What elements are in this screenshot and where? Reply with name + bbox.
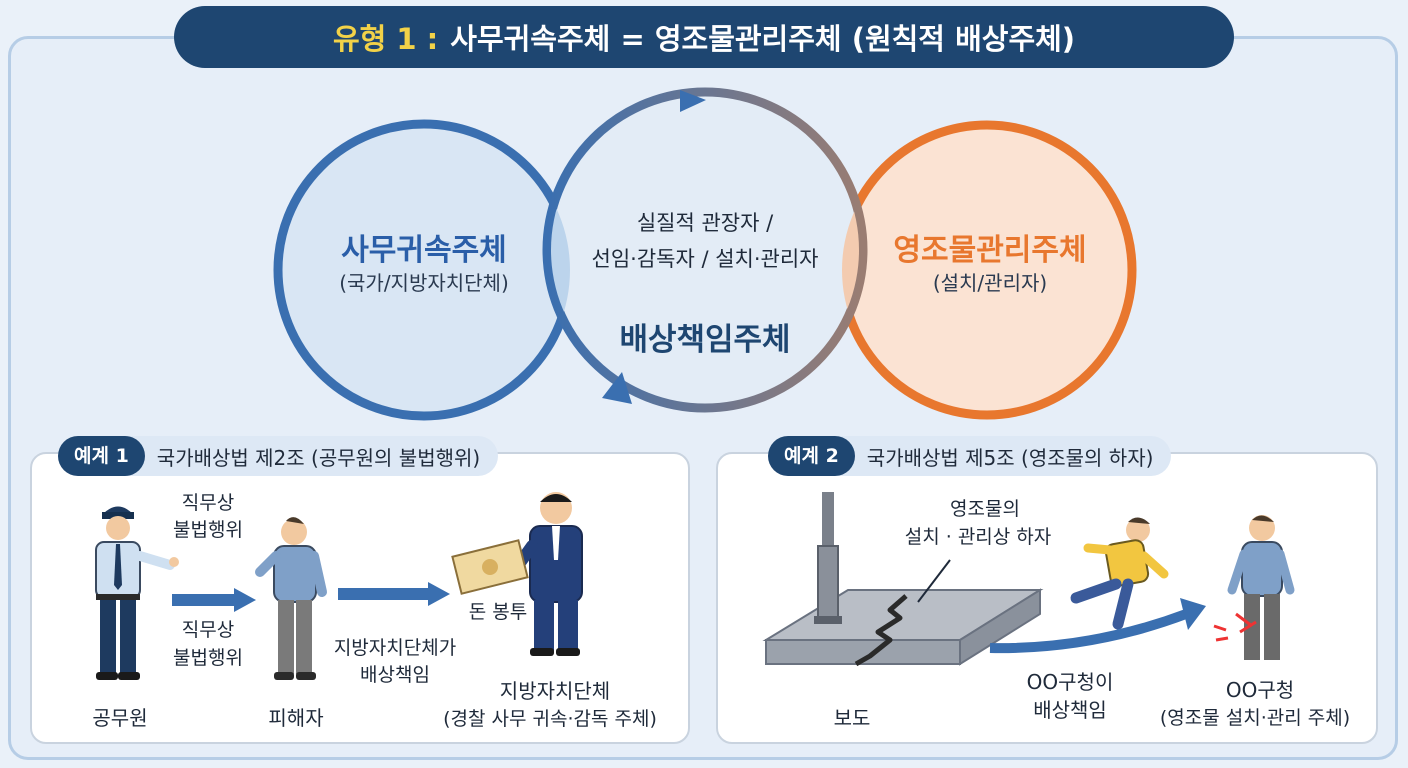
- example2-pill: 예계 2: [768, 436, 855, 476]
- defect-line1: 영조물의: [950, 498, 1020, 520]
- right-circle-subtitle: (설치/관리자): [932, 271, 1048, 295]
- example2-law: 국가배상법 제5조 (영조물의 하자): [866, 445, 1154, 470]
- money-envelope-icon: [451, 539, 529, 595]
- office-resp-line1: OO구청이: [1026, 670, 1114, 694]
- arrow-head-bottom-icon: [602, 372, 632, 404]
- left-circle-title: 사무귀속주체: [341, 233, 507, 268]
- injured-person-figure: [1213, 515, 1295, 660]
- center-line-2: 선임·감독자 / 설치·관리자: [591, 247, 819, 271]
- victim-label: 피해자: [268, 706, 324, 730]
- local-resp-line2: 배상책임: [360, 664, 430, 686]
- example1-tag: 예계 1 국가배상법 제2조 (공무원의 불법행위): [58, 436, 499, 476]
- local-government-figure: [506, 492, 583, 656]
- venn-diagram: [273, 87, 1137, 421]
- running-person-figure: [1070, 517, 1169, 630]
- center-line-1: 실질적 관장자 /: [636, 211, 774, 235]
- sidewalk-label: 보도: [833, 706, 871, 730]
- act-mid-line1: 직무상: [181, 619, 235, 641]
- office-line2: (영조물 설치·관리 주체): [1159, 707, 1351, 729]
- left-circle-subtitle: (국가/지방자치단체): [339, 271, 509, 295]
- center-circle: [542, 87, 868, 413]
- street-pole: [814, 492, 842, 624]
- example1-pill: 예계 1: [58, 436, 145, 476]
- arrow-head-top-icon: [680, 90, 706, 112]
- act-top-line2: 불법행위: [173, 519, 243, 541]
- example1-law: 국가배상법 제2조 (공무원의 불법행위): [156, 445, 481, 470]
- envelope-label: 돈 봉투: [468, 601, 528, 623]
- victim-figure: [255, 517, 327, 680]
- official-label: 공무원: [92, 706, 148, 730]
- example2-tag: 예계 2 국가배상법 제5조 (영조물의 하자): [768, 436, 1172, 476]
- police-officer-figure: [95, 506, 179, 680]
- act-mid-line2: 불법행위: [173, 647, 243, 669]
- local-resp-line1: 지방자치단체가: [333, 637, 457, 659]
- type-label: 유형 1 :: [332, 22, 439, 56]
- office-resp-line2: 배상책임: [1033, 698, 1107, 722]
- right-circle-title: 영조물관리주체: [893, 233, 1087, 268]
- page-title: 유형 1 : 사무귀속주체 = 영조물관리주체 (원칙적 배상주체): [174, 6, 1234, 68]
- crack-icon: [854, 594, 908, 667]
- title-text: 사무귀속주체 = 영조물관리주체 (원칙적 배상주체): [450, 22, 1076, 56]
- defect-pointer: [917, 559, 951, 603]
- local-gov-line1: 지방자치단체: [499, 679, 611, 703]
- office-line1: OO구청: [1225, 678, 1295, 702]
- local-gov-line2: (경찰 사무 귀속·감독 주체): [443, 708, 657, 730]
- arrow-victim-to-local-gov: [338, 582, 450, 606]
- defect-line2: 설치 · 관리상 하자: [904, 526, 1052, 548]
- arrow-to-office: [989, 598, 1206, 654]
- act-top-line1: 직무상: [181, 492, 235, 514]
- arrow-officer-to-victim: [172, 588, 256, 612]
- center-title: 배상책임주체: [619, 322, 791, 358]
